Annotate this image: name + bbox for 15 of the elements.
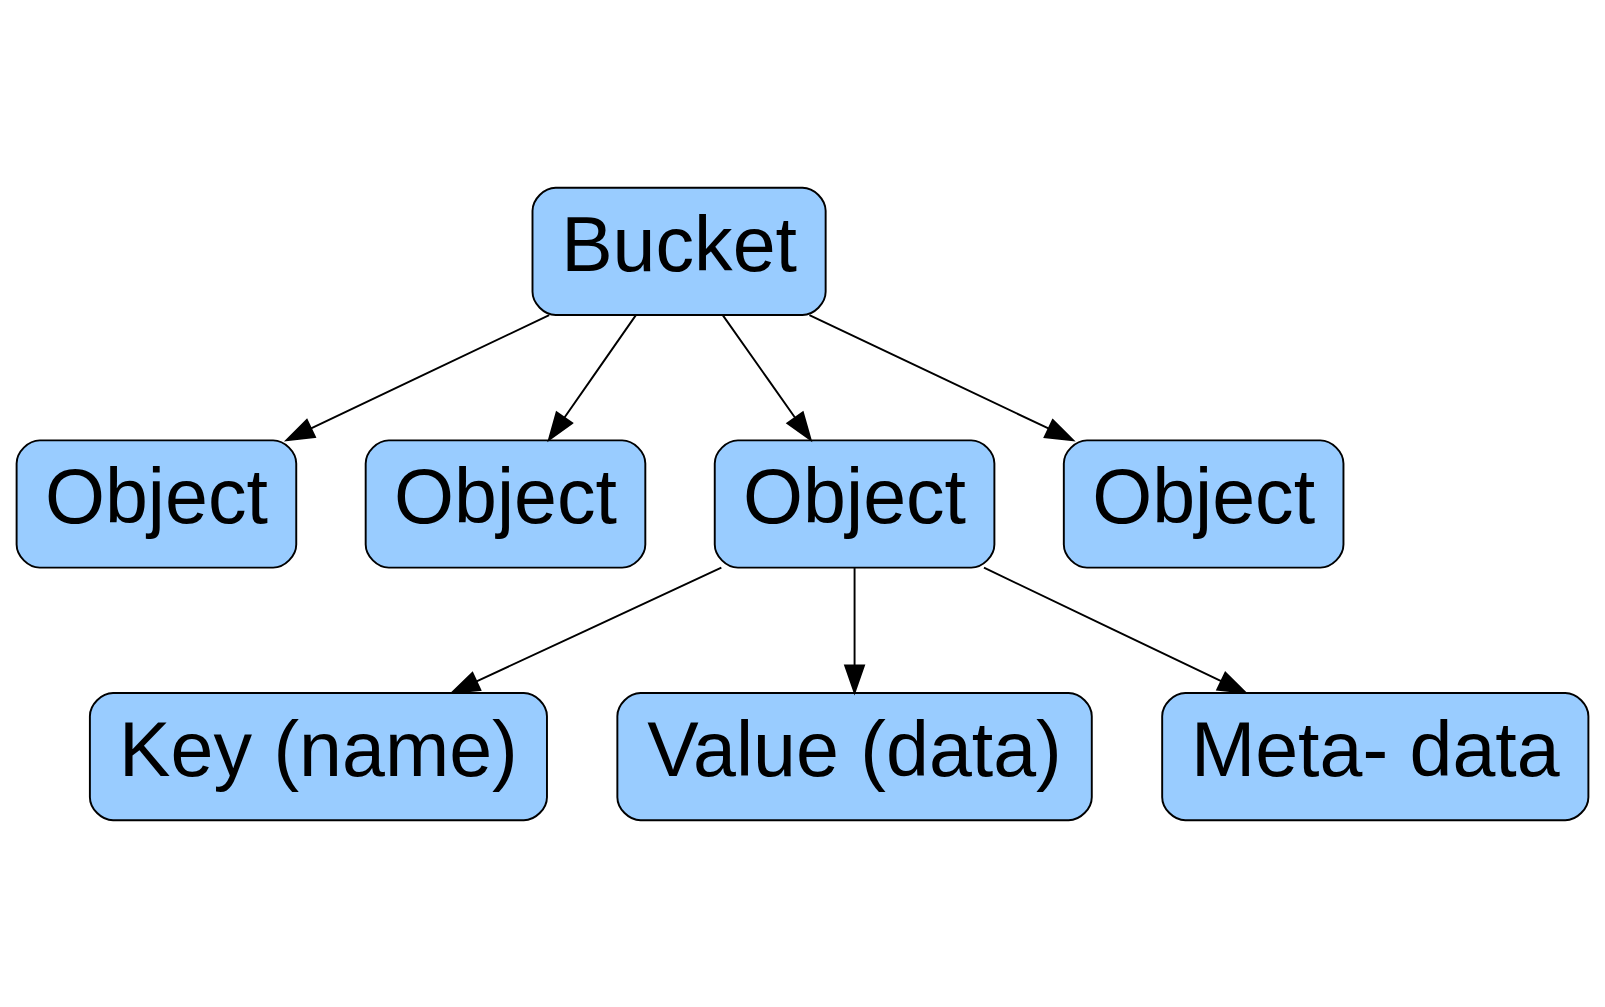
node-box: Value (data) bbox=[616, 691, 1093, 821]
node-box: Object bbox=[1062, 438, 1345, 569]
arrow bbox=[983, 566, 1249, 694]
arrow bbox=[721, 313, 813, 442]
node-box: Meta- data bbox=[1161, 691, 1590, 821]
arrow bbox=[808, 313, 1076, 441]
arrow bbox=[283, 313, 551, 441]
node-box: Object bbox=[364, 438, 647, 569]
arrow bbox=[449, 566, 723, 694]
node-box: Key (name) bbox=[88, 691, 548, 821]
node-box: Object bbox=[713, 438, 996, 569]
node-box: Bucket bbox=[531, 186, 827, 316]
node-box: Object bbox=[15, 438, 298, 569]
arrow bbox=[843, 566, 866, 695]
arrow bbox=[547, 313, 637, 442]
